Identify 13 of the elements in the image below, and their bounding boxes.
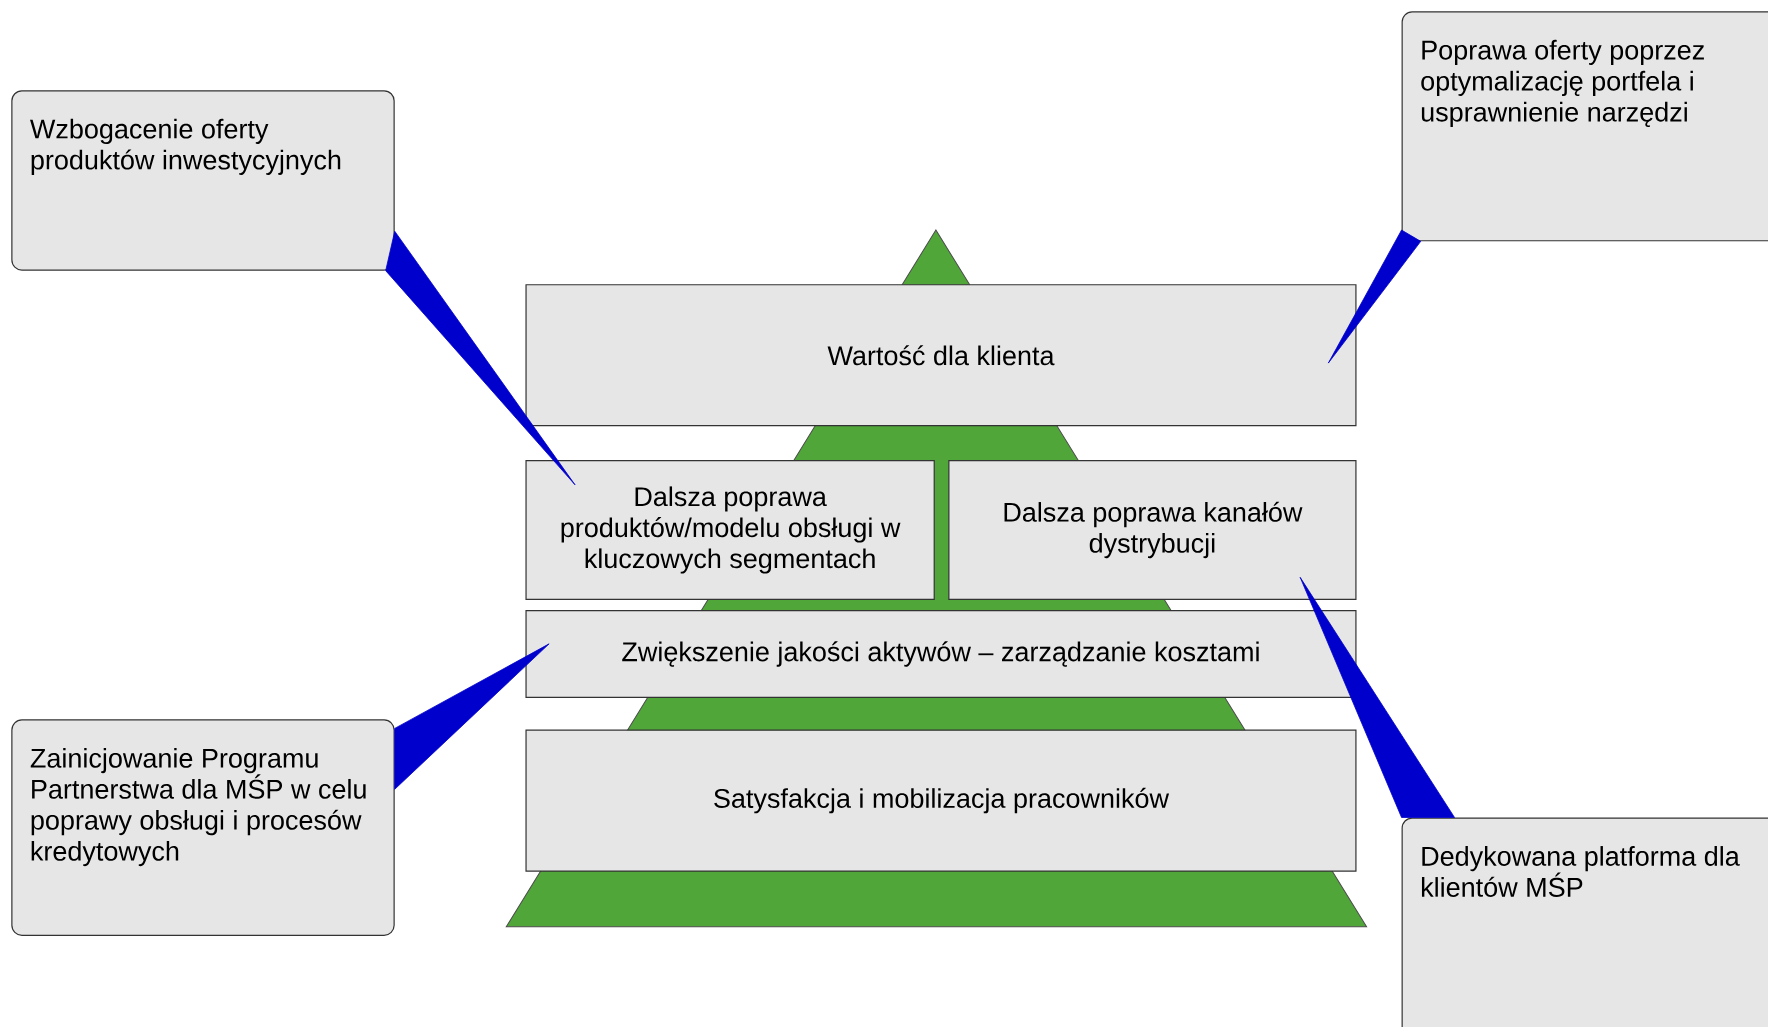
- callout-box: Zainicjowanie Programu Partnerstwa dla MŚP w celu poprawy obsługi i procesów kredytowych: [11, 719, 395, 936]
- callout-pointer: [1327, 229, 1422, 364]
- level-box: Dalsza poprawa produktów/modelu obsługi w kluczowych segmentach: [525, 460, 935, 600]
- callout-pointer: [385, 230, 576, 486]
- callout-pointer: [1299, 576, 1455, 818]
- callout-box: Dedykowana platforma dla klientów MŚP: [1401, 817, 1768, 1027]
- level-box: Zwiększenie jakości aktywów – zarządzanie kosztami: [525, 610, 1357, 699]
- callout-pointer: [394, 643, 550, 790]
- callout-box: Poprawa oferty poprzez optymalizację portfela i usprawnienie narzędzi: [1401, 11, 1768, 242]
- level-box: Dalsza poprawa kanałów dystrybucji: [948, 460, 1357, 600]
- callout-box: Wzbogacenie oferty produktów inwestycyjnych: [11, 90, 395, 271]
- level-box: Wartość dla klienta: [525, 284, 1357, 427]
- level-box: Satysfakcja i mobilizacja pracowników: [525, 729, 1357, 872]
